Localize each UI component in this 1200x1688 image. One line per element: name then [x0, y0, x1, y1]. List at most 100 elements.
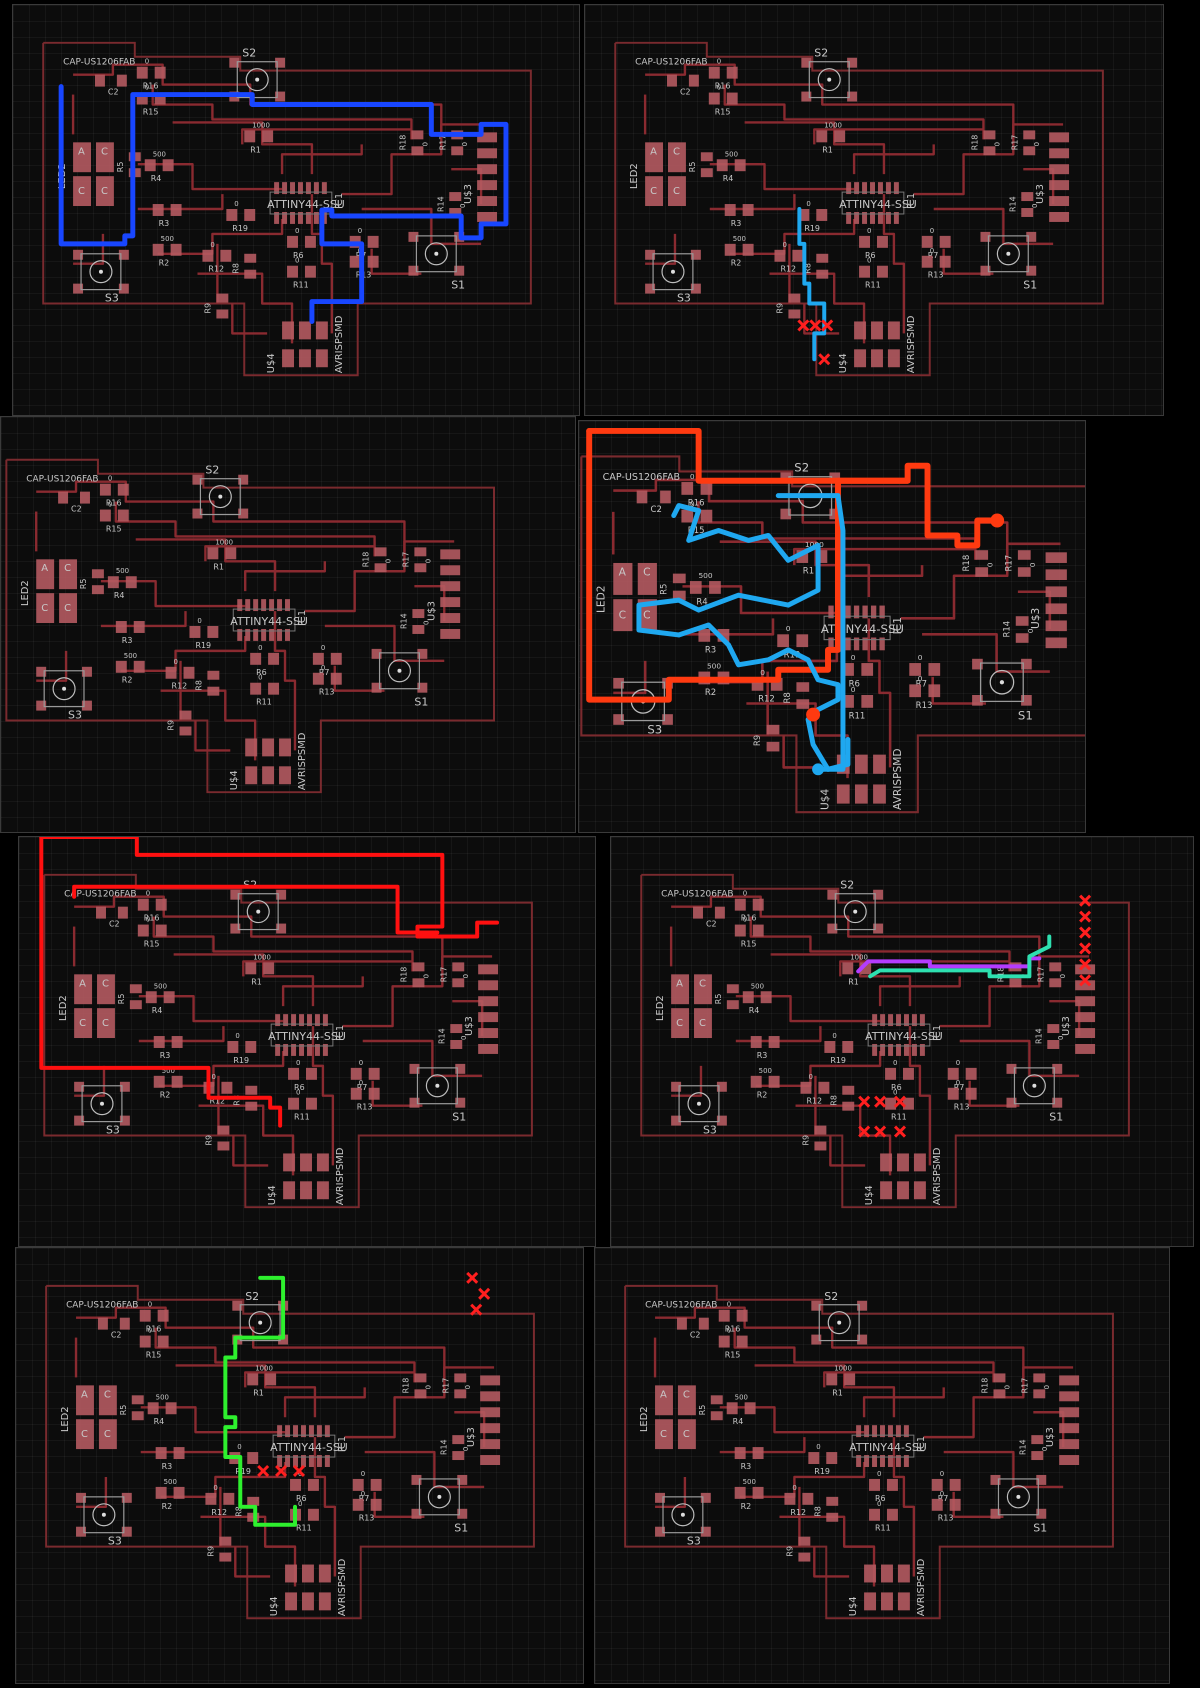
resistor-r17-ref: R17 [438, 135, 447, 151]
ic-pin-bottom-6 [870, 637, 877, 651]
isp-pin-bottom-3 [318, 1592, 331, 1611]
board-outline [42, 41, 532, 377]
resistor-r18-pad-b [412, 978, 425, 988]
isp-ref: AVRISPSMD [297, 732, 308, 790]
ic-pin-top-4 [299, 1014, 305, 1027]
resistor-r15-ref: R15 [715, 107, 731, 116]
switch-s1-center [1032, 1083, 1037, 1088]
resistor-r4-value: 500 [751, 982, 764, 990]
switch-s3-pin-4 [118, 283, 129, 294]
switch-s2-cap [817, 68, 841, 92]
resistor-r16-pad-a [734, 898, 746, 911]
switch-s1-pin-3 [408, 265, 419, 276]
trace-8 [867, 618, 892, 768]
ic-pin-bottom-6 [314, 1043, 320, 1056]
resistor-r6-pad-b [268, 652, 280, 665]
resistor-r17-ref: R17 [1005, 555, 1015, 572]
switch-s3-pin-2 [121, 1492, 132, 1503]
ic-pin-bottom-2 [282, 211, 288, 224]
ic-pin-top-4 [870, 182, 875, 195]
x-mark-9 [1079, 926, 1092, 939]
resistor-r19-value: 0 [197, 617, 201, 625]
resistor-r9-pad-b [219, 1552, 232, 1562]
trace-2 [154, 1327, 416, 1383]
resistor-r15-pad-a [681, 509, 694, 523]
resistor-r14-value: 0 [1041, 1447, 1049, 1451]
led-pad-c1 [98, 1385, 117, 1416]
resistor-r16-ref: R16 [688, 498, 705, 508]
switch-s3-pin-3 [655, 1526, 665, 1537]
ic-pin-bottom-6 [885, 211, 891, 224]
ic-ref: IC1 [337, 1436, 348, 1452]
resistor-r16-ref: R16 [741, 914, 757, 923]
resistor-r6-pad-a [859, 235, 871, 248]
resistor-r4-value: 500 [156, 1393, 169, 1401]
switch-s1-pin-4 [1036, 1508, 1047, 1519]
resistor-r14-pad-b [1047, 1040, 1060, 1049]
switch-s1: S1 [990, 1474, 1047, 1535]
u3-pin-1 [1045, 552, 1067, 563]
resistor-r6-ref: R6 [875, 1494, 886, 1503]
resistor-r4-pad-a [107, 576, 119, 589]
resistor-r8-pad-b [816, 269, 829, 279]
led-pad-c3 [694, 1008, 712, 1039]
resistor-r6-value: 0 [295, 227, 299, 235]
isp-pin-bottom-1 [285, 1592, 298, 1611]
trace-13 [36, 650, 68, 682]
ic-pin-top-2 [285, 1425, 291, 1438]
switch-s1-ref: S1 [452, 1111, 466, 1124]
connector-u3: U$3 [1029, 552, 1067, 649]
u3-pin-3 [1075, 996, 1096, 1007]
resistor-r3-pad-b [170, 204, 182, 216]
resistor-r18-pad-a [374, 547, 387, 557]
resistor-r2-ref: R2 [731, 259, 742, 268]
ic-body [823, 615, 891, 641]
resistor-r9: R9 [167, 710, 192, 736]
resistor-r14-ref: R14 [436, 196, 445, 212]
resistor-r9-pad-a [814, 1125, 827, 1135]
resistor-r14-pad-a [412, 609, 425, 619]
resistor-r17-ref: R17 [1036, 967, 1045, 983]
ic-ref: IC1 [932, 1025, 943, 1041]
ic-body [232, 608, 296, 632]
trace-8 [273, 611, 297, 751]
switch-s1-pin-3 [990, 1508, 1001, 1519]
resistor-r6-ref: R6 [849, 679, 860, 689]
resistor-r7-pad-a [931, 1478, 943, 1491]
isp-pin-bottom-3 [913, 1181, 926, 1200]
led-pad-c1 [95, 142, 114, 173]
resistor-r12-pad-b [802, 1492, 814, 1505]
u3-pin-3 [477, 164, 498, 175]
trace-8 [892, 1437, 916, 1577]
isp-pin-bottom-3 [873, 784, 886, 804]
resistor-r12-value: 0 [760, 668, 765, 677]
u3-pin-3 [1049, 164, 1070, 175]
hand-drawn-trace-2 [39, 837, 500, 939]
isp-pin-top-2 [298, 321, 311, 340]
resistor-r18-value: 0 [424, 1385, 432, 1389]
switch-s1-body [418, 1478, 460, 1516]
switch-s3: S3 [74, 1081, 130, 1137]
ic-pin-bottom-7 [322, 1043, 328, 1056]
resistor-r15-pad-a [99, 509, 111, 522]
resistor-r7-value: 0 [956, 1059, 960, 1067]
resistor-r13-value: 0 [359, 1079, 363, 1087]
resistor-r15-value: 0 [690, 500, 695, 509]
c2-pad-b [119, 1317, 130, 1330]
ic-pin-top-5 [307, 1014, 312, 1027]
switch-s2-pin-3 [801, 91, 812, 102]
trace-18 [194, 720, 231, 752]
led-pad-c2 [74, 1008, 93, 1039]
resistor-r8-pad-a [247, 1496, 260, 1506]
trace-18 [813, 1546, 850, 1578]
u3-pin-2 [440, 565, 461, 576]
led-pin-c3: C [683, 1429, 690, 1440]
resistor-r11-pad-b [886, 1508, 898, 1521]
